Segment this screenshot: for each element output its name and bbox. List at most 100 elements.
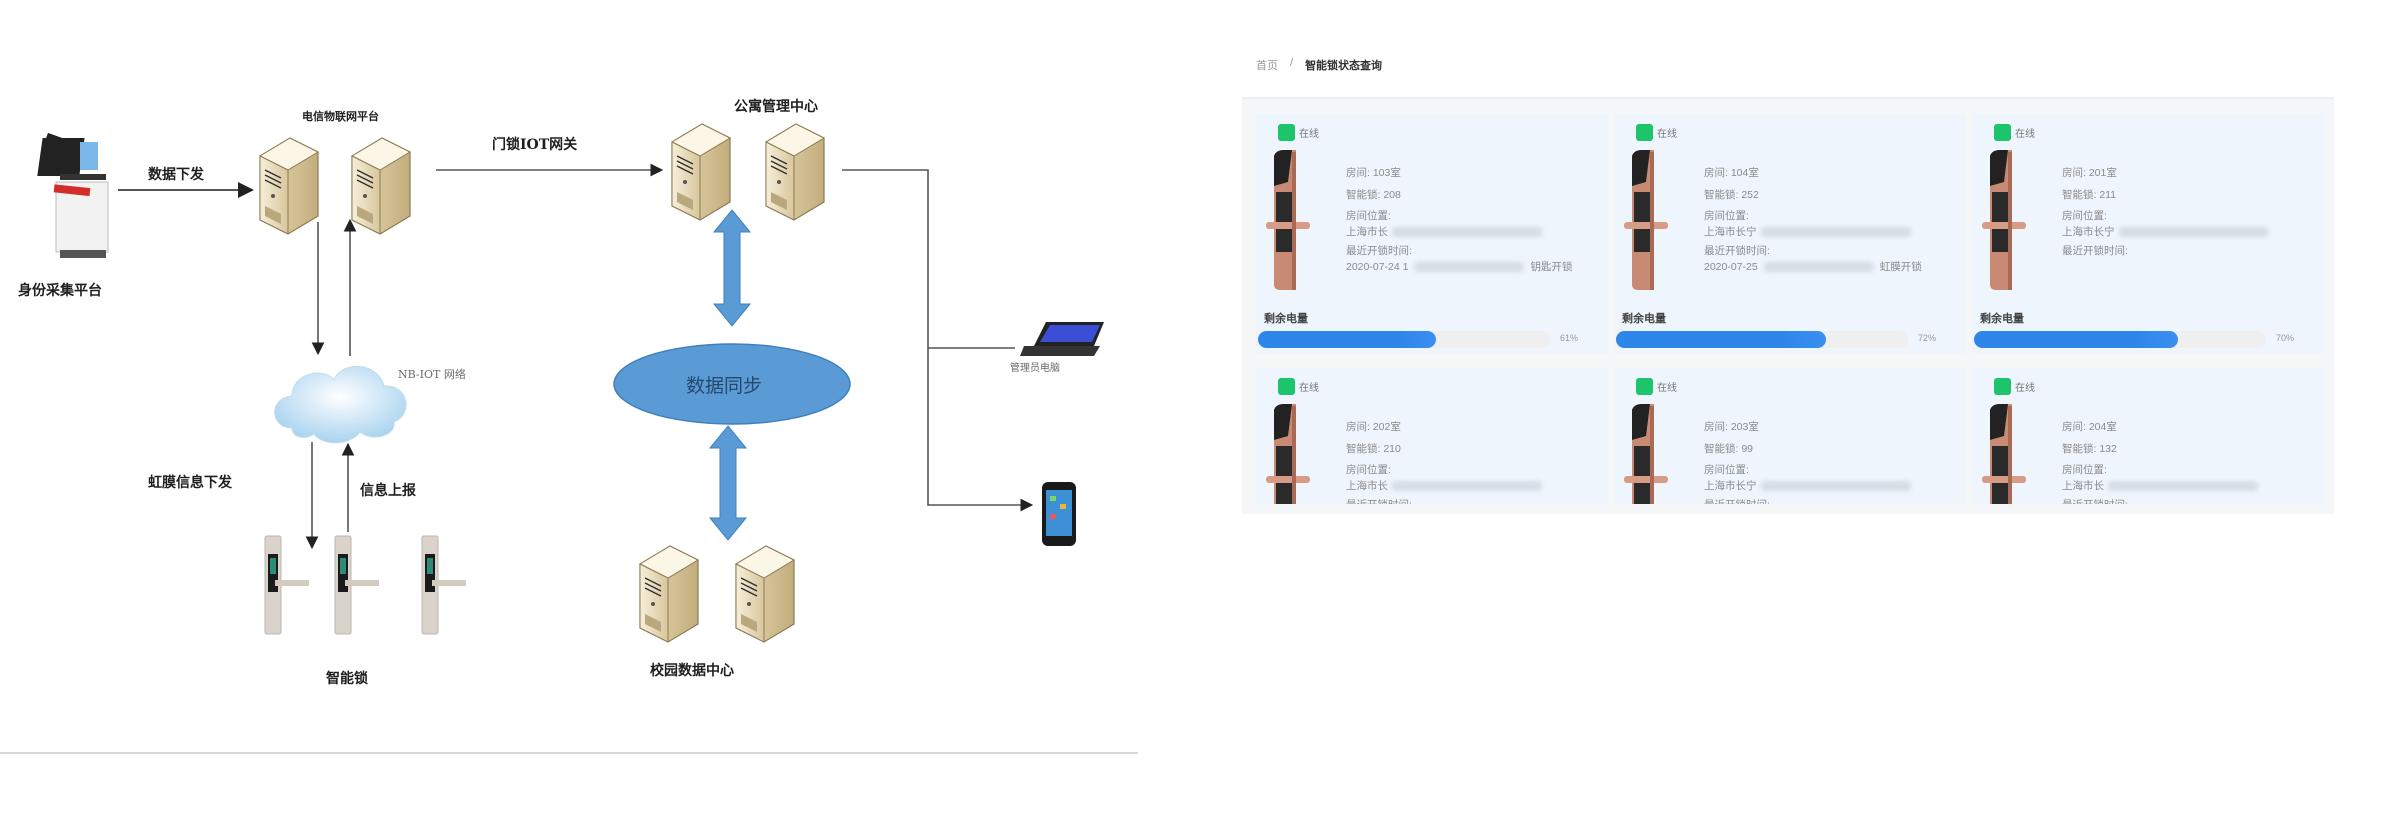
node-label-data-sync: 数据同步 [686, 375, 763, 397]
location-label: 房间位置: [2062, 464, 2107, 476]
online-status-icon [1636, 124, 1653, 141]
divider [0, 752, 1138, 754]
room-row: 房间: 203室 [1704, 421, 1759, 433]
smart-lock-icon [334, 535, 380, 635]
online-status-icon [1278, 124, 1295, 141]
lock-id-row: 智能锁: 132 [2062, 442, 2117, 455]
location-value: 上海市长 [2062, 479, 2258, 495]
phone-icon [1042, 482, 1076, 546]
location-value: 上海市长 [1346, 479, 1564, 495]
edge-label-data-down: 数据下发 [148, 167, 204, 183]
battery-progress-fill [1616, 331, 1827, 348]
status-text: 在线 [2015, 383, 2035, 394]
server-icon [639, 545, 699, 643]
last-unlock-label: 最近开锁时间: [1704, 498, 1930, 504]
lock-info: 房间: 104室 智能锁: 252 房间位置: 上海市长宁 最近开锁时间: 20… [1704, 166, 1922, 275]
location-label: 房间位置: [1704, 464, 1749, 476]
lock-id-row: 智能锁: 211 [2062, 188, 2117, 201]
last-unlock-label: 最近开锁时间: [2062, 245, 2128, 257]
last-unlock-label: 最近开锁时间: [1346, 245, 1412, 257]
laptop-icon [1020, 322, 1104, 356]
status-badge: 在线 [1994, 378, 2035, 395]
location-value: 上海市长宁 [1704, 479, 1930, 495]
smart-lock-image [1266, 404, 1310, 504]
room-row: 房间: 103室 [1346, 167, 1401, 179]
room-row: 房间: 202室 [1346, 421, 1401, 433]
data-sync-ellipse [613, 343, 851, 425]
lock-id-row: 智能锁: 99 [1704, 442, 1754, 455]
lock-info: 房间: 103室 智能锁: 208 房间位置: 上海市长 最近开锁时间: 202… [1346, 166, 1572, 275]
room-row: 房间: 104室 [1704, 167, 1759, 179]
online-status-icon [1994, 378, 2011, 395]
room-row: 房间: 204室 [2062, 421, 2117, 433]
diagram-canvas [37, 123, 1104, 643]
double-arrow-icon [712, 209, 752, 327]
lock-card[interactable]: 在线 房间: 104室 智能锁: 252 房间位置: 上海市长宁 最近开锁时间:… [1614, 114, 1966, 354]
lock-card[interactable]: 在线 房间: 201室 智能锁: 211 房间位置: 上海市长宁 最近开锁时间:… [1972, 114, 2324, 354]
server-icon [735, 545, 795, 643]
server-icon [259, 137, 319, 235]
status-badge: 在线 [1278, 378, 1319, 395]
breadcrumb-separator: / [1290, 57, 1294, 69]
lock-card[interactable]: 在线 房间: 203室 智能锁: 99 房间位置: 上海市长宁 最近开锁时间: … [1614, 368, 1966, 504]
battery-label: 剩余电量 [1622, 313, 1666, 325]
server-icon [765, 123, 825, 221]
status-badge: 在线 [1636, 378, 1677, 395]
status-text: 在线 [1299, 129, 1319, 140]
smart-lock-icon [421, 535, 467, 635]
status-text: 在线 [1657, 129, 1677, 140]
online-status-icon [1994, 124, 2011, 141]
lock-info: 房间: 204室 智能锁: 132 房间位置: 上海市长 最近开锁时间: [2062, 420, 2258, 504]
location-label: 房间位置: [1346, 210, 1391, 222]
cloud-icon [274, 366, 407, 444]
last-unlock-label: 最近开锁时间: [1346, 498, 1564, 504]
location-value: 上海市长宁 [1704, 225, 1922, 241]
server-icon [351, 137, 411, 235]
node-label-iot-platform: 电信物联网平台 [302, 110, 379, 123]
lock-info: 房间: 202室 智能锁: 210 房间位置: 上海市长 最近开锁时间: 202… [1346, 420, 1564, 504]
online-status-icon [1278, 378, 1295, 395]
lock-card[interactable]: 在线 房间: 202室 智能锁: 210 房间位置: 上海市长 最近开锁时间: … [1256, 368, 1608, 504]
smart-lock-icon [264, 535, 310, 635]
status-badge: 在线 [1278, 124, 1319, 141]
battery-label: 剩余电量 [1264, 313, 1308, 325]
edge-label-gateway: 门锁IOT网关 [492, 137, 578, 153]
last-unlock-label: 最近开锁时间: [1704, 245, 1770, 257]
battery-progress-fill [1258, 331, 1437, 348]
location-label: 房间位置: [1346, 464, 1391, 476]
breadcrumb-current: 智能锁状态查询 [1305, 60, 1383, 72]
kiosk-icon [37, 132, 109, 258]
lock-info: 房间: 203室 智能锁: 99 房间位置: 上海市长宁 最近开锁时间: 202… [1704, 420, 1930, 504]
node-label-campus-datacenter: 校园数据中心 [650, 663, 734, 679]
lock-card[interactable]: 在线 房间: 204室 智能锁: 132 房间位置: 上海市长 最近开锁时间: … [1972, 368, 2324, 504]
location-value: 上海市长 [1346, 225, 1572, 241]
lock-card[interactable]: 在线 房间: 103室 智能锁: 208 房间位置: 上海市长 最近开锁时间: … [1256, 114, 1608, 354]
battery-percent: 61% [1560, 333, 1579, 343]
status-text: 在线 [1657, 383, 1677, 394]
lock-id-row: 智能锁: 210 [1346, 442, 1401, 455]
breadcrumb-home[interactable]: 首页 [1256, 60, 1278, 72]
lock-card-panel: 在线 房间: 103室 智能锁: 208 房间位置: 上海市长 最近开锁时间: … [1242, 97, 2334, 514]
lock-info: 房间: 201室 智能锁: 211 房间位置: 上海市长宁 最近开锁时间: [2062, 166, 2269, 260]
battery-progress [1616, 331, 1908, 348]
battery-label: 剩余电量 [1980, 313, 2024, 325]
room-row: 房间: 201室 [2062, 167, 2117, 179]
lock-id-row: 智能锁: 252 [1704, 188, 1759, 201]
smart-lock-image [1624, 150, 1668, 290]
edge-label-iris-down: 虹膜信息下发 [148, 475, 232, 491]
smart-lock-status-page: 首页 / 智能锁状态查询 在线 房间: 103室 智能锁: 208 房间位置: … [1230, 40, 2340, 780]
location-value: 上海市长宁 [2062, 225, 2269, 241]
smart-lock-image [1266, 150, 1310, 290]
node-label-id-platform: 身份采集平台 [18, 283, 102, 299]
double-arrow-icon [708, 425, 748, 541]
smart-lock-image [1624, 404, 1668, 504]
node-label-smart-lock: 智能锁 [326, 671, 368, 687]
battery-percent: 70% [2276, 333, 2295, 343]
breadcrumb: 首页 / 智能锁状态查询 [1256, 57, 1382, 73]
smart-lock-image [1982, 150, 2026, 290]
location-label: 房间位置: [2062, 210, 2107, 222]
battery-progress-fill [1974, 331, 2179, 348]
node-label-admin-pc: 管理员电脑 [1010, 363, 1060, 374]
status-badge: 在线 [1994, 124, 2035, 141]
